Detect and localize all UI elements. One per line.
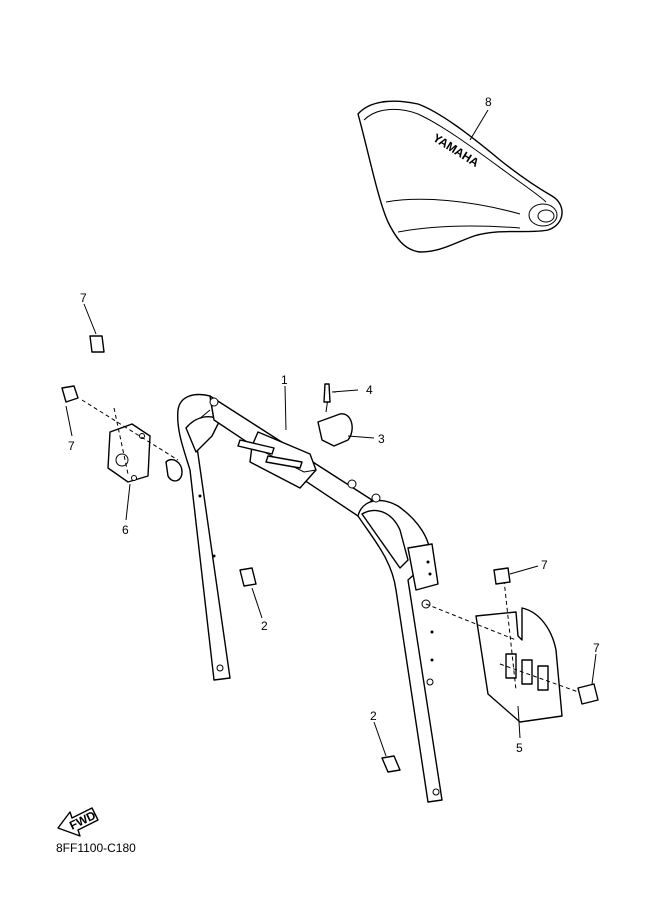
callout-4: 4 [366,383,373,397]
callout-2: 2 [261,619,268,633]
right-plate [425,579,585,723]
callout-7: 7 [68,439,75,453]
drawing-code: 8FF1100-C180 [56,841,136,855]
clip-and-pin [317,383,353,447]
leader-lines [65,109,597,757]
callout-7: 7 [80,291,87,305]
callout-7: 7 [593,641,600,655]
bolts [61,335,599,773]
callout-1: 1 [281,373,288,387]
left-bracket [81,399,183,483]
fwd-arrow: FWD [57,807,99,837]
callout-2: 2 [370,709,377,723]
callout-5: 5 [516,741,523,755]
callout-7: 7 [541,558,548,572]
callout-3: 3 [378,432,385,446]
callout-8: 8 [485,95,492,109]
main-frame [176,393,443,803]
callouts: 8 7 7 6 1 4 3 2 2 7 7 5 [68,95,600,755]
callout-6: 6 [122,523,129,537]
handlebar-pad: YAMAHA [357,100,563,253]
